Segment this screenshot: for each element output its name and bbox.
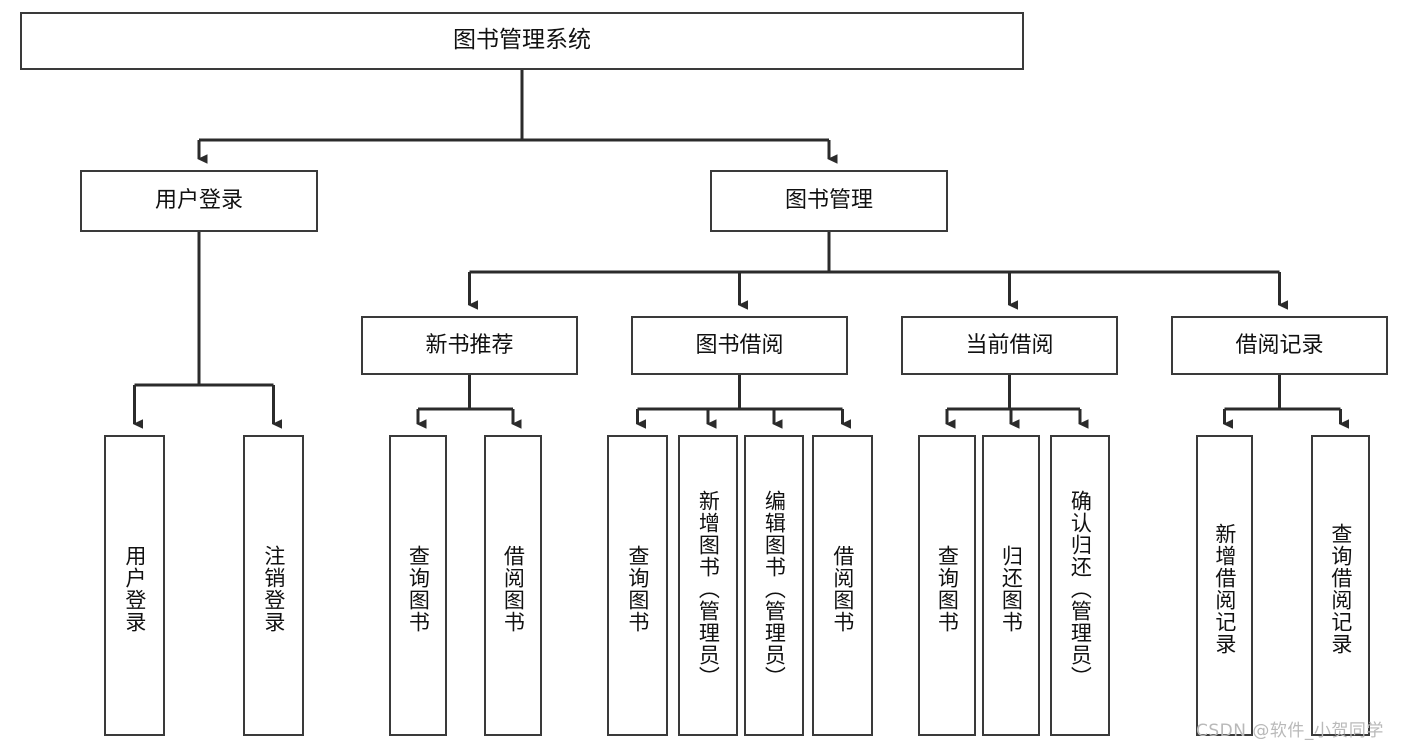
node-leaves-10[interactable]: 确认归还（管理员）: [1050, 435, 1110, 736]
node-leaves-7[interactable]: 借阅图书: [812, 435, 873, 736]
node-label: 借阅记录: [1235, 332, 1324, 358]
node-label: 用户登录: [154, 188, 243, 214]
node-label: 归还图书: [999, 544, 1024, 633]
node-label: 当前借阅: [965, 332, 1054, 358]
node-label: 新增图书（管理员）: [696, 489, 721, 688]
node-level3-2[interactable]: 当前借阅: [901, 316, 1118, 375]
node-level3-1[interactable]: 图书借阅: [631, 316, 848, 375]
watermark: CSDN @软件_小贺同学: [1196, 721, 1384, 741]
node-leaves-5[interactable]: 新增图书（管理员）: [678, 435, 738, 736]
node-label: 查询图书: [625, 544, 650, 633]
node-leaves-1[interactable]: 注销登录: [243, 435, 304, 736]
node-leaves-3[interactable]: 借阅图书: [484, 435, 542, 736]
node-label: 查询图书: [406, 544, 431, 633]
node-label: 图书管理: [784, 188, 873, 214]
node-label: 图书借阅: [695, 332, 784, 358]
node-leaves-9[interactable]: 归还图书: [982, 435, 1040, 736]
node-label: 查询图书: [935, 544, 960, 633]
node-label: 借阅图书: [501, 544, 526, 633]
node-leaves-0[interactable]: 用户登录: [104, 435, 165, 736]
node-level3-0[interactable]: 新书推荐: [361, 316, 578, 375]
node-root[interactable]: 图书管理系统: [20, 12, 1024, 70]
node-leaves-6[interactable]: 编辑图书（管理员）: [744, 435, 804, 736]
node-level2-0[interactable]: 用户登录: [80, 170, 318, 232]
node-level2-1[interactable]: 图书管理: [710, 170, 948, 232]
node-label: 新增借阅记录: [1212, 522, 1237, 655]
node-leaves-4[interactable]: 查询图书: [607, 435, 668, 736]
node-label: 编辑图书（管理员）: [762, 489, 787, 688]
node-label: 借阅图书: [830, 544, 855, 633]
node-label: 确认归还（管理员）: [1068, 489, 1093, 688]
node-level3-3[interactable]: 借阅记录: [1171, 316, 1388, 375]
node-leaves-2[interactable]: 查询图书: [389, 435, 447, 736]
node-label: 用户登录: [122, 544, 147, 633]
node-label: 查询借阅记录: [1328, 522, 1353, 655]
node-leaves-11[interactable]: 新增借阅记录: [1196, 435, 1253, 736]
node-leaves-12[interactable]: 查询借阅记录: [1311, 435, 1370, 736]
node-label: 新书推荐: [425, 332, 514, 358]
node-label: 图书管理系统: [453, 27, 591, 54]
node-label: 注销登录: [261, 544, 286, 633]
node-leaves-8[interactable]: 查询图书: [918, 435, 976, 736]
